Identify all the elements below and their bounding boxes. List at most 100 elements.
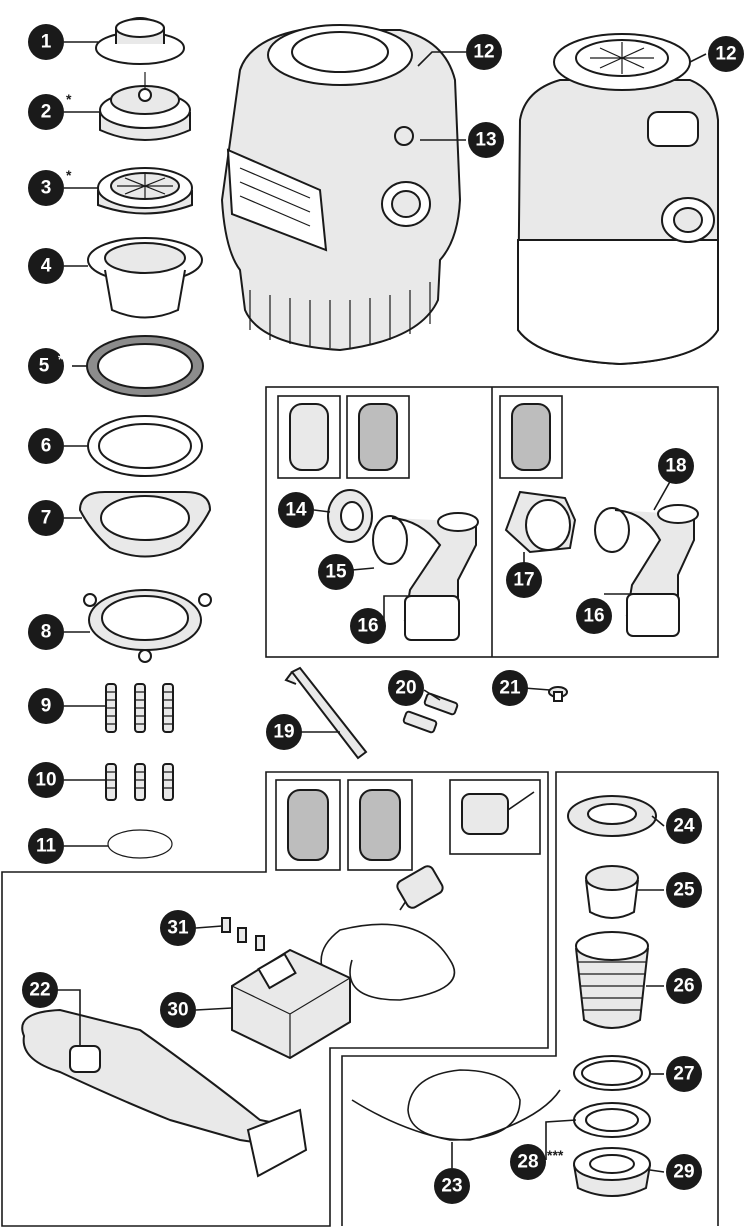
- callout-7: 7: [28, 500, 64, 536]
- callout-18-number: 18: [665, 456, 686, 477]
- short-screws: [105, 763, 174, 801]
- callout-12b-number: 12: [715, 44, 736, 65]
- power-cord: [320, 865, 456, 1001]
- callout-5-number: 5: [39, 356, 50, 377]
- lower-mounting-ring: [83, 589, 212, 663]
- callout-30: 30: [160, 992, 196, 1028]
- callout-8-number: 8: [41, 622, 52, 643]
- callout-3: 3*: [28, 167, 72, 206]
- sink-stopper: [95, 17, 185, 65]
- callout-18: 18: [658, 448, 694, 484]
- callout-9: 9: [28, 688, 64, 724]
- callout-2: 2*: [28, 91, 72, 130]
- air-switch-button: [585, 865, 639, 919]
- callout-30-number: 30: [167, 1000, 188, 1021]
- callout-12a-number: 12: [473, 42, 494, 63]
- callout-8: 8: [28, 614, 64, 650]
- callout-14-number: 14: [285, 500, 307, 521]
- callout-16b-number: 16: [583, 606, 604, 627]
- callout-10-number: 10: [35, 770, 56, 791]
- callout-11-number: 11: [36, 836, 57, 857]
- callout-6: 6: [28, 428, 64, 464]
- callout-22: 22: [22, 972, 58, 1008]
- leader-lines: [40, 41, 707, 1173]
- box-screws: [221, 917, 265, 951]
- thumbnail-disposer-c: [499, 395, 563, 479]
- callout-25-number: 25: [673, 880, 695, 901]
- sink-flange-kit-panel: [341, 771, 719, 1226]
- callout-2-note: *: [66, 91, 72, 107]
- callout-15: 15: [318, 554, 354, 590]
- callout-31-number: 31: [167, 918, 189, 939]
- callout-21: 21: [492, 670, 528, 706]
- callout-15-number: 15: [325, 562, 347, 583]
- callout-26-number: 26: [673, 976, 694, 997]
- thumbnail-disposer-e: [347, 779, 413, 871]
- discharge-tube-y: [372, 512, 479, 641]
- callout-3-note: *: [66, 167, 72, 183]
- disposer-unit-large: [220, 24, 462, 352]
- locking-nut: [573, 1147, 651, 1197]
- allen-wrench: [284, 666, 368, 760]
- mounting-screws: [105, 683, 174, 733]
- callout-6-number: 6: [41, 436, 52, 457]
- callout-12a: 12: [466, 34, 502, 70]
- air-tube: [351, 1069, 561, 1141]
- disposer-unit-compact: [516, 33, 719, 366]
- air-switch-flange: [567, 795, 657, 837]
- callout-17-number: 17: [513, 570, 534, 591]
- callout-14: 14: [278, 492, 314, 528]
- snap-ring: [107, 829, 173, 859]
- callout-24: 24: [666, 808, 702, 844]
- callout-16a: 16: [350, 608, 386, 644]
- splash-guard: [97, 167, 193, 215]
- callout-25: 25: [666, 872, 702, 908]
- rubber-washer: [573, 1102, 651, 1138]
- power-kit-panel: [1, 771, 549, 1227]
- callout-4-number: 4: [41, 256, 52, 277]
- callout-31: 31: [160, 910, 196, 946]
- callout-17: 17: [506, 562, 542, 598]
- callout-21-number: 21: [499, 678, 521, 699]
- sink-flange: [87, 237, 203, 319]
- callout-16b: 16: [576, 598, 612, 634]
- callout-5: 5*: [28, 348, 64, 384]
- callout-1-number: 1: [41, 32, 52, 53]
- thumbnail-disposer-a: [277, 395, 341, 479]
- threaded-body: [575, 931, 649, 1029]
- discharge-tube-y-alt: [594, 504, 699, 637]
- ground-screw: [548, 686, 568, 702]
- callout-11: 11: [28, 828, 64, 864]
- callout-28-number: 28: [517, 1152, 538, 1173]
- callout-23-number: 23: [441, 1176, 462, 1197]
- mounting-ring: [78, 491, 212, 558]
- callout-13-number: 13: [475, 130, 496, 151]
- callout-29-number: 29: [673, 1162, 694, 1183]
- callout-2-number: 2: [41, 102, 52, 123]
- callout-1: 1: [28, 24, 64, 60]
- thumbnail-disposer-b: [346, 395, 410, 479]
- callout-5-note: *: [58, 351, 64, 367]
- callout-10: 10: [28, 762, 64, 798]
- backup-ring: [87, 415, 203, 477]
- junction-box: [231, 948, 351, 1060]
- fiber-gasket: [86, 335, 204, 397]
- discharge-flange: [504, 490, 577, 554]
- callout-24-number: 24: [673, 816, 695, 837]
- callout-12b: 12: [708, 36, 744, 72]
- callout-7-number: 7: [41, 508, 52, 529]
- callout-23: 23: [434, 1168, 470, 1204]
- callout-9-number: 9: [41, 696, 52, 717]
- callout-3-number: 3: [41, 178, 52, 199]
- callout-20: 20: [388, 670, 424, 706]
- callout-28-note: ***: [547, 1147, 564, 1163]
- pressure-switch-cord: [21, 1008, 308, 1178]
- discharge-gasket: [327, 489, 373, 543]
- clamp-screws: [402, 692, 459, 734]
- callout-26: 26: [666, 968, 702, 1004]
- callout-16a-number: 16: [357, 616, 378, 637]
- callout-20-number: 20: [395, 678, 416, 699]
- splash-guard-strainer: [99, 72, 191, 141]
- callout-19: 19: [266, 714, 302, 750]
- callout-19-number: 19: [273, 722, 294, 743]
